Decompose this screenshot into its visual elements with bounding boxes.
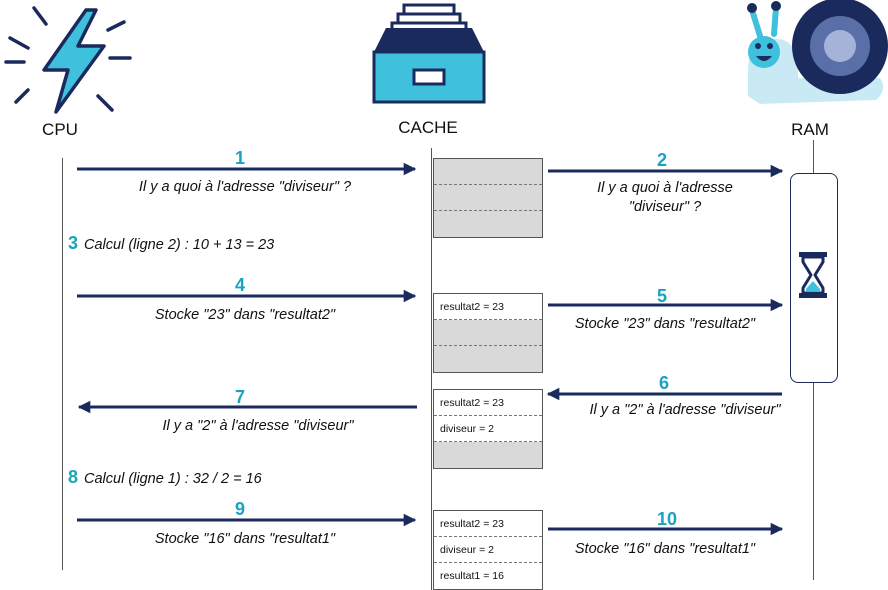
cache-slot: resultat2 = 23 <box>434 511 542 537</box>
cache-state-4: resultat2 = 23 diviseur = 2 resultat1 = … <box>433 510 543 590</box>
cpu-lifeline <box>62 158 63 570</box>
step-9-number: 9 <box>234 499 245 519</box>
step-10-message: Stocke "16" dans "resultat1" <box>574 541 756 557</box>
cache-slot: resultat2 = 23 <box>434 294 542 320</box>
step-9-message: Stocke "16" dans "resultat1" <box>154 531 336 547</box>
cache-state-3: resultat2 = 23 diviseur = 2 <box>433 389 543 469</box>
cache-slot: resultat2 = 23 <box>434 390 542 416</box>
step-8-number: 8 <box>68 467 79 487</box>
step-8-calc: 8 Calcul (ligne 1) : 32 / 2 = 16 <box>68 467 262 488</box>
cache-slot: diviseur = 2 <box>434 537 542 563</box>
step-7-message: Il y a "2" à l'adresse "diviseur" <box>162 418 354 434</box>
step-6-number: 6 <box>658 373 669 393</box>
cache-slot <box>434 211 542 237</box>
step-4-message: Stocke "23" dans "resultat2" <box>154 307 336 323</box>
cache-state-2: resultat2 = 23 <box>433 293 543 373</box>
hourglass-icon <box>799 252 827 298</box>
step-6-message: Il y a "2" à l'adresse "diviseur" <box>589 402 781 418</box>
step-2-message: Il y a quoi à l'adresse "diviseur" ? <box>597 180 733 215</box>
step-3-number: 3 <box>68 233 79 253</box>
cache-slot: diviseur = 2 <box>434 416 542 442</box>
cache-slot: resultat1 = 16 <box>440 570 504 582</box>
step-5-message: Stocke "23" dans "resultat2" <box>574 316 756 332</box>
step-3-text: Calcul (ligne 2) : 10 + 13 = 23 <box>84 237 275 253</box>
step-10-number: 10 <box>656 509 678 529</box>
cache-slot <box>434 320 542 346</box>
cache-slot <box>434 442 542 468</box>
step-7-number: 7 <box>234 387 245 407</box>
cache-slot <box>434 159 542 185</box>
cache-label: CACHE <box>398 118 458 137</box>
snail-icon <box>747 0 888 104</box>
cpu-label: CPU <box>42 120 78 139</box>
step-2-number: 2 <box>656 150 667 170</box>
step-1-message: Il y a quoi à l'adresse "diviseur" ? <box>138 179 352 195</box>
step-1-number: 1 <box>234 148 245 168</box>
cache-slot <box>434 185 542 211</box>
cache-slot <box>434 346 542 372</box>
cache-state-1 <box>433 158 543 238</box>
lightning-icon <box>4 6 132 114</box>
step-4-number: 4 <box>234 275 245 295</box>
file-drawer-icon <box>372 3 486 104</box>
step-3-calc: 3 Calcul (ligne 2) : 10 + 13 = 23 <box>68 233 274 254</box>
ram-label: RAM <box>791 120 829 139</box>
cache-lifeline <box>431 148 432 590</box>
step-8-text: Calcul (ligne 1) : 32 / 2 = 16 <box>84 471 262 487</box>
step-5-number: 5 <box>656 286 667 306</box>
